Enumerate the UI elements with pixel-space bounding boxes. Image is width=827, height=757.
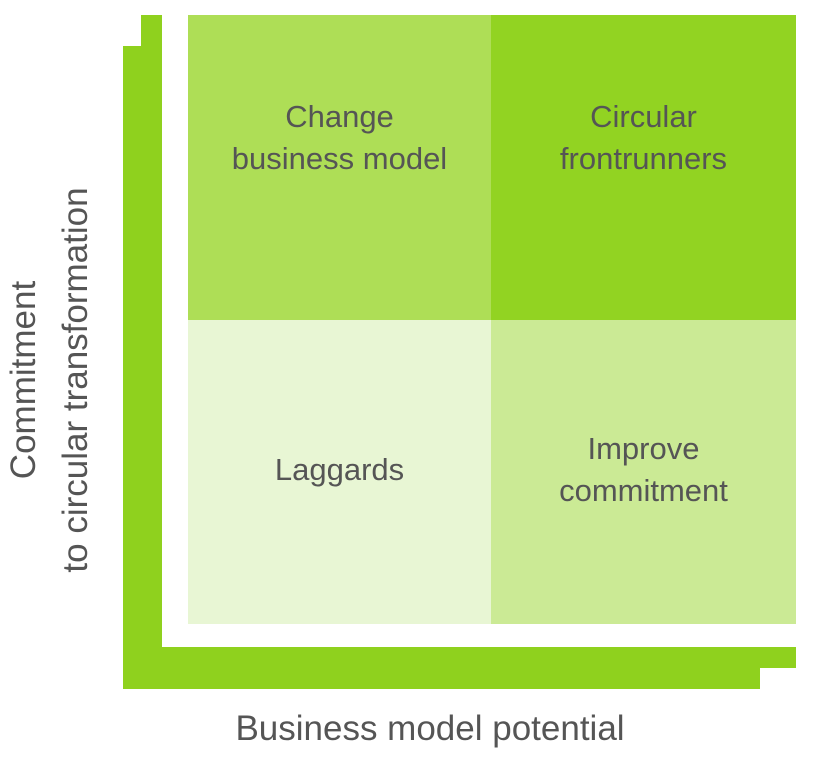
quadrant-improve-commitment: Improve commitment — [491, 320, 796, 624]
quadrant-label-line1: Laggards — [274, 452, 405, 487]
quadrant-change-business-model: Change business model — [188, 15, 491, 320]
quadrant-label-line2: commitment — [559, 473, 728, 508]
quadrant-label-line1: Improve — [587, 431, 700, 466]
y-axis-bar-outer — [123, 46, 141, 689]
quadrant-label-line1: Change — [285, 98, 394, 134]
x-axis-bar-outer — [123, 668, 760, 689]
quadrant-laggards: Laggards — [188, 320, 491, 624]
y-axis-title-line2: to circular transformation — [56, 187, 95, 573]
x-axis-title: Business model potential — [235, 709, 625, 748]
quadrant-circular-frontrunners: Circular frontrunners — [491, 15, 796, 320]
y-axis-title: Commitment to circular transformation — [0, 120, 110, 640]
x-axis-bar-inner — [141, 647, 796, 668]
quadrant-label-line2: business model — [231, 140, 448, 176]
quadrant-label-line1: Circular — [590, 98, 697, 134]
quadrant-label-line2: frontrunners — [559, 140, 728, 176]
y-axis-title-line1: Commitment — [4, 280, 43, 480]
y-axis-bar-inner — [141, 15, 162, 665]
